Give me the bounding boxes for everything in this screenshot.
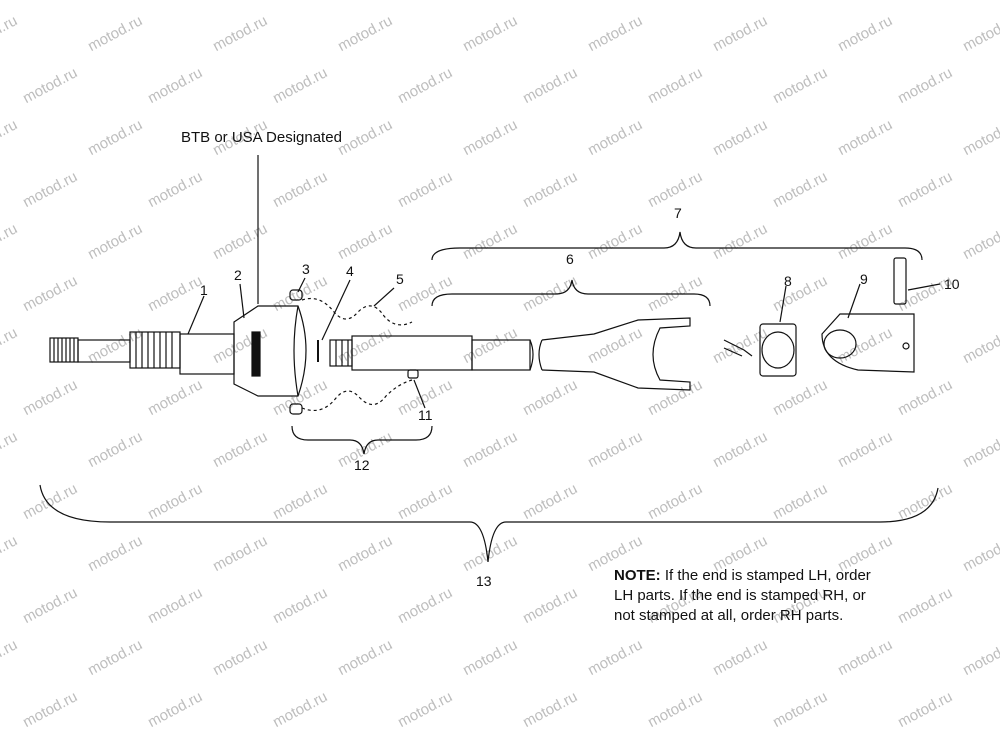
- part-11-clamp: [407, 369, 419, 379]
- callout-4: 4: [346, 263, 354, 279]
- part-6-drive-shaft: [329, 317, 691, 391]
- callout-1: 1: [200, 282, 208, 298]
- part-2-cv-housing: [233, 305, 307, 397]
- note-prefix: NOTE:: [614, 567, 661, 584]
- part-8-cross-bearing: [723, 323, 797, 377]
- callout-9: 9: [860, 271, 868, 287]
- callout-6: 6: [566, 251, 574, 267]
- part-1-stub-shaft: [49, 331, 235, 375]
- callout-12: 12: [354, 457, 370, 473]
- callout-3: 3: [302, 261, 310, 277]
- part-9-yoke: [821, 313, 915, 373]
- callout-10: 10: [944, 276, 960, 292]
- note-line-2: LH parts. If the end is stamped RH, or: [614, 587, 866, 604]
- callout-5: 5: [396, 271, 404, 287]
- callout-11: 11: [418, 407, 433, 423]
- leader-lines: [187, 277, 941, 409]
- note-line-3: not stamped at all, order RH parts.: [614, 607, 844, 624]
- brace-7: [431, 231, 923, 261]
- part-10-pin: [893, 257, 907, 305]
- callout-2: 2: [234, 267, 242, 283]
- brace-6: [431, 279, 711, 307]
- part-5-boot: [301, 297, 413, 411]
- callout-7: 7: [674, 205, 682, 221]
- brace-13: [39, 484, 939, 563]
- note-line-1: If the end is stamped LH, order: [660, 567, 871, 584]
- callout-8: 8: [784, 273, 792, 289]
- brace-12: [291, 425, 433, 455]
- callout-13: 13: [476, 573, 492, 589]
- note-text: NOTE: If the end is stamped LH, order LH…: [614, 566, 974, 626]
- designation-label: BTB or USA Designated: [181, 129, 342, 146]
- part-3-clamps: [289, 289, 303, 415]
